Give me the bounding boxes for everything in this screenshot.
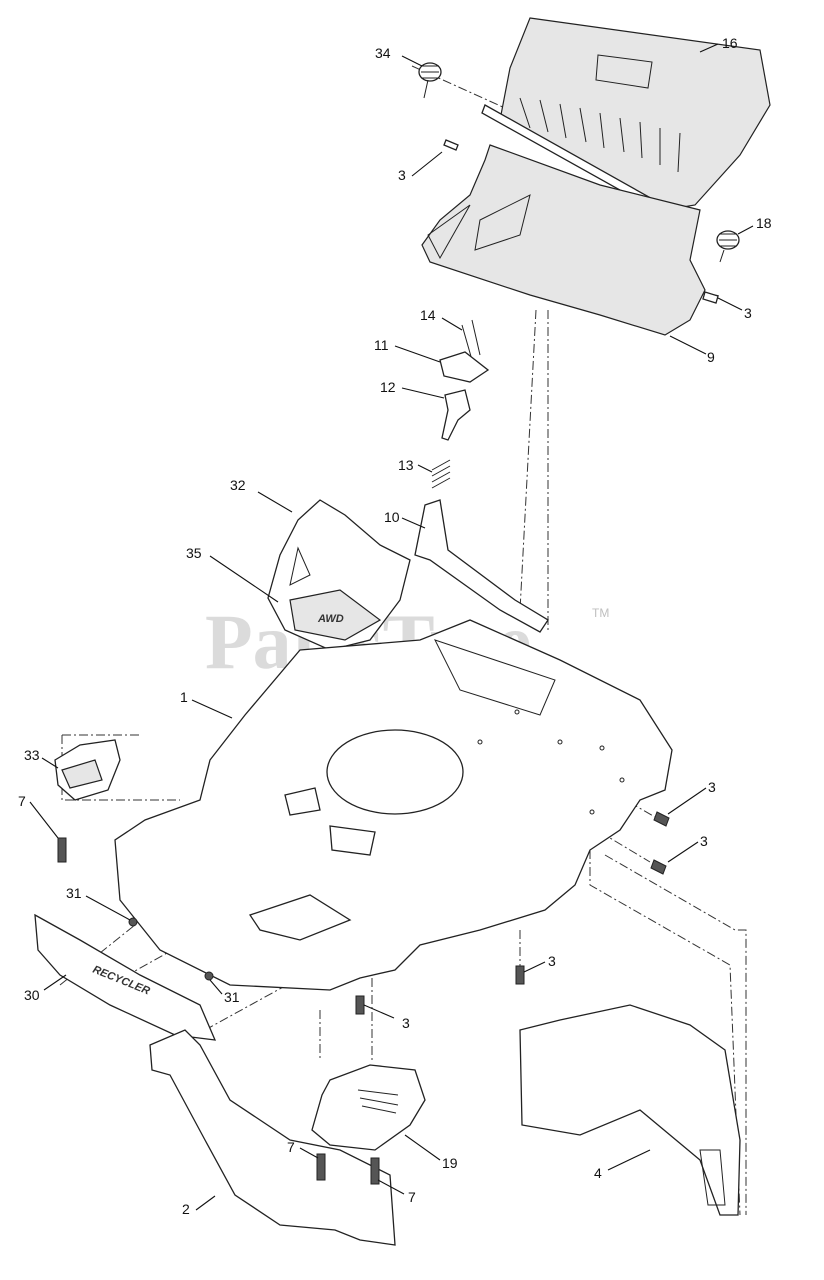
callout-1: 1 bbox=[180, 689, 188, 705]
callout-34: 19 bbox=[442, 1155, 458, 1171]
bolt-icon bbox=[355, 995, 365, 1015]
callout-labels: 34 16 3 18 3 9 14 11 12 13 10 32 35 1 33… bbox=[18, 35, 772, 1217]
bolt-icon bbox=[128, 917, 138, 927]
callout-3: 3 bbox=[708, 779, 716, 795]
watermark-tm: TM bbox=[592, 606, 609, 620]
part-front-skirt bbox=[149, 1029, 396, 1246]
part-side-chute bbox=[519, 1004, 741, 1216]
bolts bbox=[57, 811, 670, 1185]
callout-12: 12 bbox=[380, 379, 396, 395]
callout-33: 33 bbox=[24, 747, 40, 763]
callout-2: 2 bbox=[182, 1201, 190, 1217]
bolt-icon bbox=[370, 1157, 380, 1185]
callout-3: 3 bbox=[398, 167, 406, 183]
bolt-icon bbox=[316, 1153, 326, 1181]
pins-icon bbox=[461, 319, 481, 361]
bolt-icon bbox=[650, 859, 667, 875]
callout-13: 13 bbox=[398, 457, 414, 473]
part-bracket-cover: AWD bbox=[267, 499, 411, 651]
callout-4: 4 bbox=[594, 1165, 602, 1181]
callout-14: 14 bbox=[420, 307, 436, 323]
callout-9: 9 bbox=[707, 349, 715, 365]
bolt-icon bbox=[57, 837, 67, 863]
part-left-bracket bbox=[54, 739, 121, 801]
callout-30: 30 bbox=[24, 987, 40, 1003]
callout-18: 18 bbox=[756, 215, 772, 231]
bolt-icon bbox=[515, 965, 525, 985]
springs-and-bolts bbox=[418, 62, 740, 304]
bolt-icon bbox=[204, 971, 214, 981]
callout-16: 16 bbox=[722, 35, 738, 51]
callout-3: 3 bbox=[700, 833, 708, 849]
part-bottom-bracket bbox=[311, 1064, 426, 1151]
bolt-icon bbox=[443, 139, 459, 151]
part-rear-baffle bbox=[421, 144, 706, 336]
callout-3: 3 bbox=[402, 1015, 410, 1031]
spring-icon bbox=[418, 62, 442, 99]
callout-31: 31 bbox=[66, 885, 82, 901]
callout-11: 11 bbox=[374, 337, 389, 353]
callout-3: 3 bbox=[744, 305, 752, 321]
callout-35: 35 bbox=[186, 545, 202, 561]
callout-31: 31 bbox=[224, 989, 240, 1005]
callout-7: 7 bbox=[287, 1139, 295, 1155]
plate-embossing: AWD bbox=[317, 613, 344, 625]
callout-19: 34 bbox=[375, 45, 391, 61]
bolt-icon bbox=[702, 291, 719, 304]
callout-7: 7 bbox=[18, 793, 26, 809]
callout-10: 10 bbox=[384, 509, 400, 525]
callout-3: 3 bbox=[548, 953, 556, 969]
leader-lines bbox=[29, 43, 754, 1211]
callout-32: 32 bbox=[230, 477, 246, 493]
part-height-adjuster bbox=[414, 319, 549, 633]
callout-7: 7 bbox=[408, 1189, 416, 1205]
bolt-icon bbox=[653, 811, 670, 827]
part-mower-deck bbox=[114, 619, 673, 991]
spring-icon bbox=[716, 230, 740, 263]
